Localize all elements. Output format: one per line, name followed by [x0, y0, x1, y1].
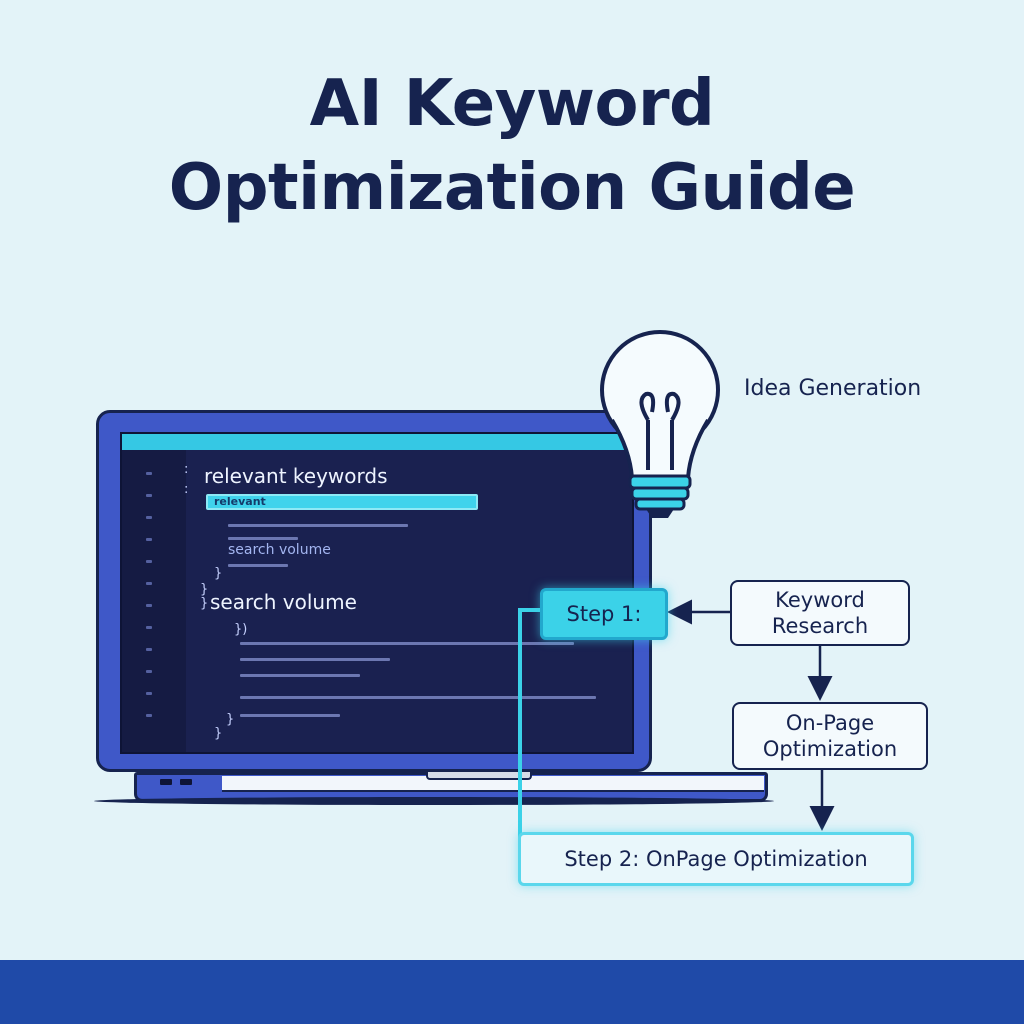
screen-gutter [122, 450, 186, 752]
laptop-port [160, 779, 172, 785]
step2-box: Step 2: OnPage Optimization [518, 832, 914, 886]
title-line-1: AI Keyword [309, 67, 715, 141]
code-brace: } [200, 582, 209, 597]
code-highlight-field: relevant [206, 494, 478, 510]
code-brace: : [184, 482, 189, 497]
code-line [228, 564, 288, 567]
footer-bar [0, 960, 1024, 1024]
onpage-line-1: On-Page [785, 711, 875, 735]
step2-label: Step 2: OnPage Optimization [564, 847, 868, 871]
laptop-port [180, 779, 192, 785]
code-line [240, 696, 596, 699]
onpage-line-2: Optimization [762, 737, 898, 761]
screen-title-bar [122, 434, 632, 450]
code-line [228, 537, 298, 540]
laptop-base-strip [222, 776, 764, 792]
code-line-keywords: relevant keywords [204, 464, 388, 488]
keyword-research-box: Keyword Research [730, 580, 910, 646]
code-brace: : [184, 462, 189, 477]
code-line [240, 674, 360, 677]
code-brace: } [200, 596, 209, 611]
keyword-research-line-2: Research [771, 614, 869, 638]
onpage-optimization-box: On-Page Optimization [732, 702, 928, 770]
code-line [240, 658, 390, 661]
title-line-2: Optimization Guide [168, 151, 856, 225]
code-brace: } [226, 712, 235, 727]
keyword-research-line-1: Keyword [775, 588, 865, 612]
laptop-notch [426, 772, 532, 780]
step1-label: Step 1: [566, 602, 642, 626]
code-line-volume: search volume [228, 542, 331, 558]
lightbulb-icon [600, 330, 720, 518]
idea-generation-label: Idea Generation [744, 376, 922, 401]
code-line [228, 524, 408, 527]
step1-box: Step 1: [540, 588, 668, 640]
code-brace: } [214, 566, 223, 581]
code-brace: } [214, 726, 223, 741]
laptop-shadow [94, 797, 774, 805]
code-line [240, 714, 340, 717]
page-title: AI Keyword Optimization Guide [0, 62, 1024, 230]
code-line-search-volume: search volume [210, 590, 357, 614]
code-line [240, 642, 574, 645]
code-brace: }) [234, 622, 248, 637]
step-link-line [518, 608, 540, 860]
